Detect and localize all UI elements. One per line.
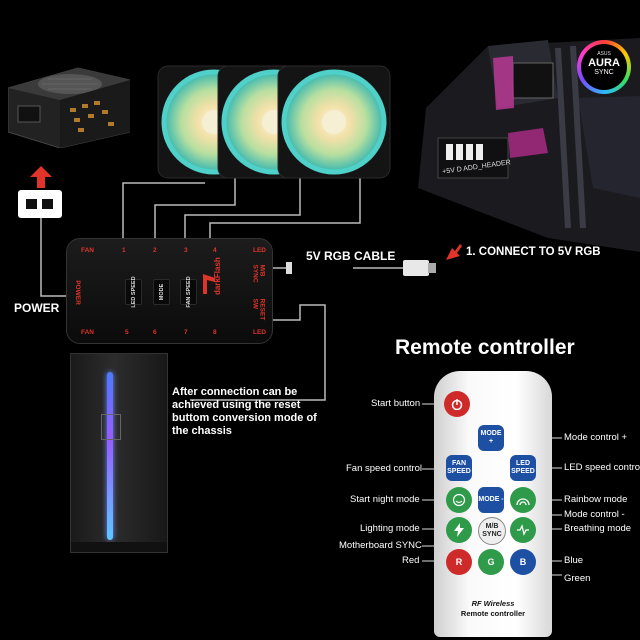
label-mode-control-minus: Mode control - [564, 509, 625, 520]
green-button[interactable]: G [478, 549, 504, 575]
power-icon [451, 399, 463, 410]
power-supply-unit [7, 66, 131, 149]
smiley-icon [452, 493, 466, 507]
hub-fan-speed-button[interactable]: FAN SPEED [180, 276, 197, 308]
fan-cable-3 [184, 160, 301, 243]
fan-3 [277, 65, 391, 179]
darkflash-logo-icon [203, 274, 215, 294]
blue-button[interactable]: B [510, 549, 536, 575]
label-green: Green [564, 573, 591, 584]
pc-case [70, 353, 168, 553]
rgb-cable-label: 5V RGB CABLE [306, 249, 396, 263]
power-start-button[interactable] [444, 391, 470, 417]
rgb-fans [156, 64, 396, 182]
reset-instruction: After connection can be achieved using t… [172, 386, 317, 437]
lighting-mode-button[interactable] [446, 517, 472, 543]
rainbow-icon [516, 498, 530, 506]
label-breathing-mode: Breathing mode [564, 523, 632, 534]
label-rainbow-mode: Rainbow mode [564, 494, 628, 505]
label-blue: Blue [564, 555, 584, 566]
label-led-speed-control: LED speed control [564, 462, 640, 473]
mb-sync-button[interactable]: M/B SYNC [478, 517, 506, 545]
label-start-button: Start button [371, 398, 421, 409]
mode-minus-button[interactable]: MODE - [478, 487, 504, 513]
label-lighting-mode: Lighting mode [360, 523, 420, 534]
reset-cable [190, 304, 326, 401]
led-speed-button[interactable]: LED SPEED [510, 455, 536, 481]
label-fan-speed-control: Fan speed control [346, 463, 423, 474]
hub-mode-button[interactable]: MODE [153, 279, 170, 305]
label-mode-control-plus: Mode control + [564, 432, 628, 443]
rainbow-mode-button[interactable] [510, 487, 536, 513]
connect-instruction: 1. CONNECT TO 5V RGB [466, 246, 601, 258]
breathing-icon [517, 524, 529, 536]
power-label: POWER [14, 301, 60, 315]
fan-cable-4 [209, 150, 361, 243]
label-motherboard-sync: Motherboard SYNC [339, 540, 422, 551]
remote-footer: RF Wireless Remote controller [460, 599, 526, 618]
remote-controller: MODE + FAN SPEED LED SPEED MODE - M/B SY… [434, 371, 552, 637]
power-connector [18, 190, 62, 218]
mode-plus-button[interactable]: MODE + [478, 425, 504, 451]
red-arrow-icon [446, 244, 462, 260]
fan-speed-button[interactable]: FAN SPEED [446, 455, 472, 481]
controller-hub: FAN 1 2 3 4 LED FAN 5 6 7 8 LED POWER M/… [66, 238, 273, 344]
power-cable [40, 218, 66, 297]
hub-brand: darkFlash [213, 257, 222, 295]
lightning-icon [454, 523, 464, 537]
remote-controller-title: Remote controller [395, 336, 575, 359]
red-arrow-up-icon [30, 166, 52, 188]
motherboard: +5V D ADD_HEADER [418, 38, 640, 252]
fan-cable-1 [122, 182, 205, 243]
breathing-mode-button[interactable] [510, 517, 536, 543]
night-mode-button[interactable] [446, 487, 472, 513]
hub-led-speed-button[interactable]: LED SPEED [125, 276, 142, 308]
asus-aura-sync-logo: ASUS AURA SYNC [577, 40, 631, 94]
label-red: Red [402, 555, 420, 566]
label-start-night-mode: Start night mode [350, 494, 420, 505]
red-button[interactable]: R [446, 549, 472, 575]
